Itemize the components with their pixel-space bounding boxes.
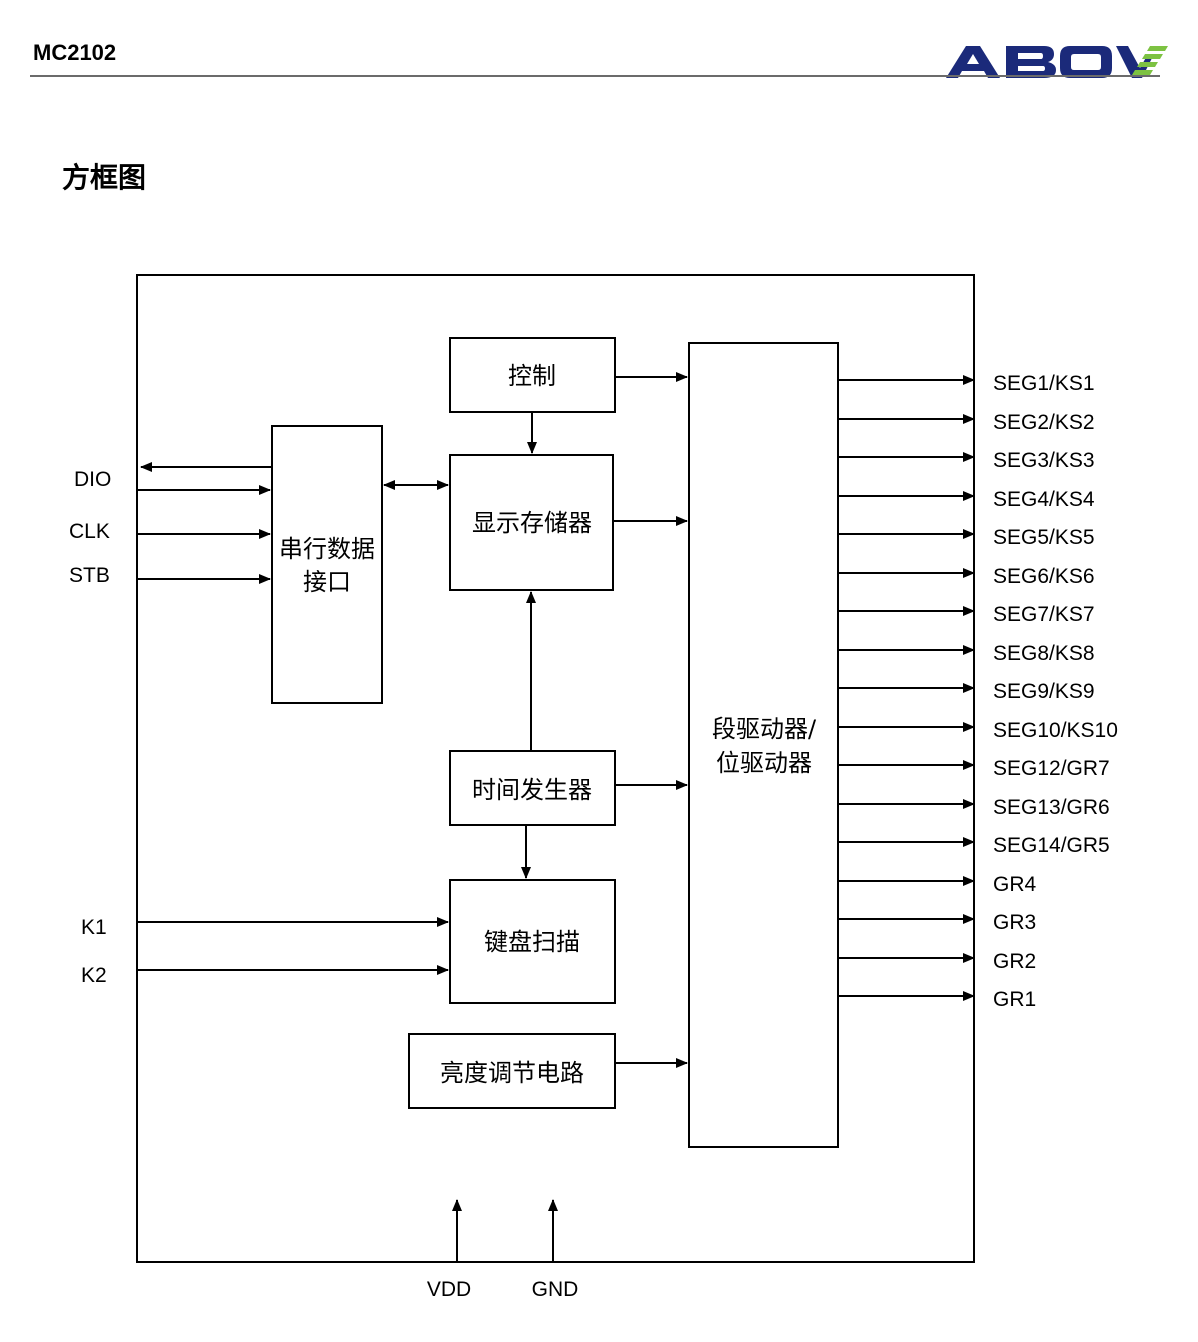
pin-label-clk: CLK bbox=[69, 520, 110, 543]
output-pin-label: SEG8/KS8 bbox=[993, 642, 1095, 665]
output-pin-label: SEG1/KS1 bbox=[993, 372, 1095, 395]
output-pin-label: SEG9/KS9 bbox=[993, 680, 1095, 703]
output-pin-label: GR4 bbox=[993, 873, 1037, 896]
pin-label-dio: DIO bbox=[74, 468, 111, 491]
keyscan-block bbox=[449, 879, 616, 1004]
dimming-circuit-label: 亮度调节电路 bbox=[440, 1059, 584, 1087]
chip-outline bbox=[136, 274, 975, 1263]
serial-interface-block bbox=[271, 425, 383, 704]
driver-block bbox=[688, 342, 839, 1148]
control-block-label: 控制 bbox=[508, 362, 556, 390]
serial-interface-label-line2: 接口 bbox=[303, 568, 351, 596]
driver-label-line1: 段驱动器/ bbox=[712, 715, 817, 743]
abov-logo bbox=[946, 46, 1168, 78]
output-pin-label: SEG6/KS6 bbox=[993, 565, 1095, 588]
output-pin-label: SEG4/KS4 bbox=[993, 488, 1095, 511]
output-pin-label: SEG7/KS7 bbox=[993, 603, 1095, 626]
pin-label-vdd: VDD bbox=[427, 1278, 471, 1301]
serial-interface-label-line1: 串行数据 bbox=[279, 535, 375, 563]
pin-label-k2: K2 bbox=[81, 964, 107, 987]
timing-generator-block bbox=[449, 750, 616, 826]
dimming-circuit-block bbox=[408, 1033, 616, 1109]
output-pin-label: SEG2/KS2 bbox=[993, 411, 1095, 434]
pin-label-k1: K1 bbox=[81, 916, 107, 939]
output-pin-label: GR3 bbox=[993, 911, 1036, 934]
section-title: 方框图 bbox=[62, 161, 147, 194]
display-memory-block bbox=[449, 454, 614, 591]
output-pin-label: SEG5/KS5 bbox=[993, 526, 1095, 549]
display-memory-label: 显示存储器 bbox=[472, 509, 592, 537]
driver-label-line2: 位驱动器 bbox=[716, 749, 812, 777]
header-divider bbox=[30, 75, 1160, 77]
pin-label-stb: STB bbox=[69, 564, 110, 587]
output-pin-label: SEG14/GR5 bbox=[993, 834, 1110, 857]
output-pin-label: SEG10/KS10 bbox=[993, 719, 1118, 742]
output-pin-label: SEG12/GR7 bbox=[993, 757, 1110, 780]
output-pin-group: SEG1/KS1SEG2/KS2SEG3/KS3SEG4/KS4SEG5/KS5… bbox=[838, 372, 1118, 1011]
pin-label-gnd: GND bbox=[532, 1278, 579, 1301]
output-pin-label: GR1 bbox=[993, 988, 1036, 1011]
part-number: MC2102 bbox=[33, 40, 117, 65]
output-pin-label: GR2 bbox=[993, 950, 1036, 973]
timing-generator-label: 时间发生器 bbox=[472, 776, 592, 804]
keyscan-label: 键盘扫描 bbox=[484, 928, 580, 956]
output-pin-label: SEG3/KS3 bbox=[993, 449, 1095, 472]
output-pin-label: SEG13/GR6 bbox=[993, 796, 1110, 819]
